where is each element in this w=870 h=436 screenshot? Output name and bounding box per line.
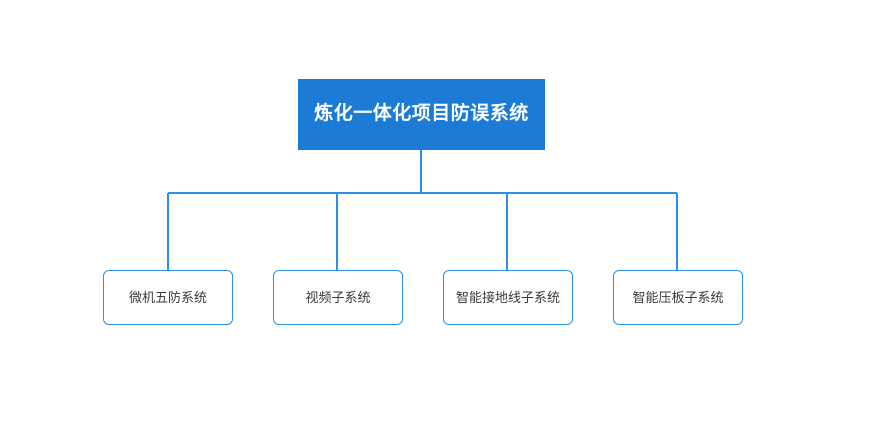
child-node-label: 智能接地线子系统 [455,289,560,305]
root-node[interactable]: 炼化一体化项目防误系统 [298,79,545,150]
child-node-yaban[interactable]: 智能压板子系统 [613,270,743,325]
child-node-shipin[interactable]: 视频子系统 [273,270,403,325]
child-node-weiji-wufang[interactable]: 微机五防系统 [103,270,233,325]
child-node-label: 微机五防系统 [128,289,207,305]
child-node-label: 视频子系统 [305,289,371,305]
root-node-label: 炼化一体化项目防误系统 [314,103,529,125]
child-node-jiedixian[interactable]: 智能接地线子系统 [443,270,573,325]
child-node-label: 智能压板子系统 [632,289,724,305]
